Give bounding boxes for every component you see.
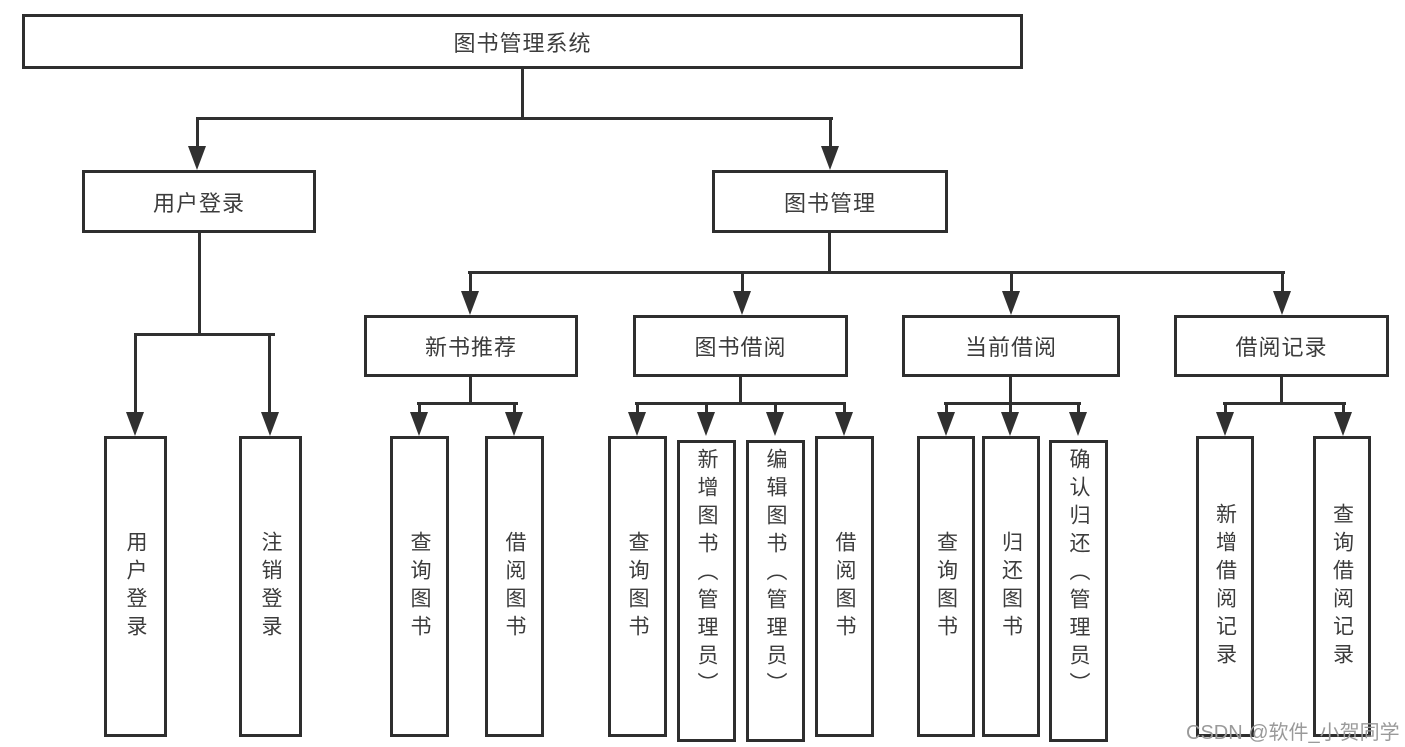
arrowhead-cb-query [937,412,955,436]
leaf-nbr-borrow-books-label: 借阅图书 [503,530,526,643]
leaf-cb-return-books: 归还图书 [982,436,1040,737]
connector-nbr-stem [469,377,472,404]
connector-bookmgmt-drop-1 [469,271,472,292]
connector-br-stem [1280,377,1283,404]
arrowhead-br-query [1334,412,1352,436]
node-user-login: 用户登录 [82,170,316,233]
leaf-logout: 注销登录 [239,436,302,737]
connector-nbr-hline [417,402,518,405]
leaf-cb-confirm-return-admin-label: 确认归还（管理员） [1067,448,1090,700]
leaf-bb-edit-books-admin: 编辑图书（管理员） [746,440,805,742]
arrowhead-bb-edit [766,412,784,436]
connector-br-drop-2 [1342,402,1345,413]
connector-nbr-drop-1 [418,402,421,413]
leaf-br-query-record: 查询借阅记录 [1313,436,1371,737]
leaf-br-add-record: 新增借阅记录 [1196,436,1254,737]
arrowhead-user-login [188,146,206,170]
leaf-nbr-query-books: 查询图书 [390,436,449,737]
node-current-borrow-label: 当前借阅 [964,335,1057,360]
connector-cb-hline [944,402,1081,405]
node-borrow-records: 借阅记录 [1174,315,1389,377]
connector-root-drop-right [829,117,832,148]
connector-bookmgmt-drop-4 [1281,271,1284,292]
arrowhead-bb-query [628,412,646,436]
connector-root-hline [196,117,833,120]
connector-root-stem [521,69,524,119]
arrowhead-bb-borrow [835,412,853,436]
leaf-br-query-record-label: 查询借阅记录 [1330,502,1354,671]
arrowhead-nbr-query [410,412,428,436]
leaf-cb-query-books: 查询图书 [917,436,975,737]
connector-nbr-drop-2 [513,402,516,413]
leaf-user-login: 用户登录 [104,436,167,737]
connector-bb-hline [635,402,846,405]
connector-bookmgmt-drop-2 [741,271,744,292]
connector-cb-drop-3 [1077,402,1080,413]
arrowhead-book-borrow [733,291,751,315]
node-new-book-recommend-label: 新书推荐 [424,335,517,360]
arrowhead-new-book-recommend [461,291,479,315]
connector-cb-stem [1009,377,1012,404]
arrowhead-leaf-user-login [126,412,144,436]
connector-bookmgmt-drop-3 [1010,271,1013,292]
connector-userlogin-stem [198,233,201,336]
node-book-borrow-label: 图书借阅 [694,335,787,360]
connector-bb-drop-4 [843,402,846,413]
arrowhead-bb-add [697,412,715,436]
leaf-bb-query-books-label: 查询图书 [626,530,649,643]
connector-root-drop-left [196,117,199,148]
leaf-cb-return-books-label: 归还图书 [999,530,1023,643]
leaf-bb-edit-books-admin-label: 编辑图书（管理员） [764,448,787,700]
connector-bb-stem [739,377,742,404]
arrowhead-current-borrow [1002,291,1020,315]
leaf-cb-query-books-label: 查询图书 [934,530,958,643]
connector-userlogin-drop-right [268,333,271,412]
node-borrow-records-label: 借阅记录 [1235,335,1328,360]
arrowhead-cb-return [1001,412,1019,436]
connector-cb-drop-2 [1009,402,1012,413]
connector-bb-drop-1 [636,402,639,413]
csdn-watermark: CSDN @软件_小贺同学 [1186,722,1400,744]
leaf-nbr-borrow-books: 借阅图书 [485,436,544,737]
leaf-bb-add-books-admin-label: 新增图书（管理员） [695,448,718,700]
node-book-management-label: 图书管理 [783,190,876,216]
leaf-br-add-record-label: 新增借阅记录 [1213,502,1237,671]
connector-cb-drop-1 [945,402,948,413]
leaf-cb-confirm-return-admin: 确认归还（管理员） [1049,440,1108,742]
node-book-borrow: 图书借阅 [633,315,848,377]
connector-br-drop-1 [1224,402,1227,413]
leaf-bb-query-books: 查询图书 [608,436,667,737]
node-root-label: 图书管理系统 [453,30,592,56]
connector-bookmgmt-stem [828,233,831,274]
connector-bb-drop-2 [705,402,708,413]
leaf-nbr-query-books-label: 查询图书 [408,530,431,643]
leaf-bb-add-books-admin: 新增图书（管理员） [677,440,736,742]
node-current-borrow: 当前借阅 [902,315,1120,377]
arrowhead-leaf-logout [261,412,279,436]
node-book-management: 图书管理 [712,170,948,233]
connector-userlogin-drop-left [134,333,137,412]
connector-bb-drop-3 [774,402,777,413]
connector-userlogin-hline [134,333,275,336]
arrowhead-br-add [1216,412,1234,436]
arrowhead-nbr-borrow [505,412,523,436]
leaf-bb-borrow-books: 借阅图书 [815,436,874,737]
leaf-bb-borrow-books-label: 借阅图书 [833,530,856,643]
node-user-login-label: 用户登录 [152,190,245,216]
leaf-user-login-label: 用户登录 [124,530,147,643]
connector-br-hline [1223,402,1346,405]
arrowhead-cb-confirm [1069,412,1087,436]
leaf-logout-label: 注销登录 [259,530,282,643]
node-root: 图书管理系统 [22,14,1023,69]
arrowhead-book-management [821,146,839,170]
arrowhead-borrow-records [1273,291,1291,315]
connector-bookmgmt-hline [468,271,1285,274]
node-new-book-recommend: 新书推荐 [364,315,578,377]
